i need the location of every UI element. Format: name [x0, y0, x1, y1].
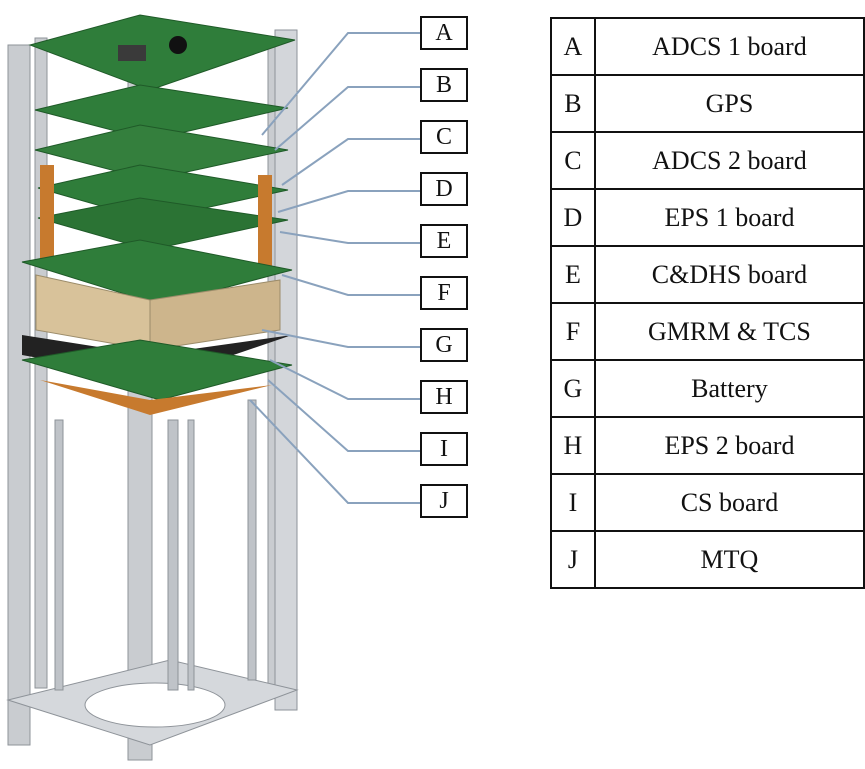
legend-desc: EPS 1 board — [593, 188, 865, 247]
leader-e — [279, 231, 420, 244]
legend-code: H — [550, 416, 596, 475]
callout-box-j: J — [420, 484, 468, 518]
legend-code: I — [550, 473, 596, 532]
leader-f — [281, 274, 420, 296]
leader-j — [249, 399, 420, 504]
legend-desc: C&DHS board — [593, 245, 865, 304]
callout-box-b: B — [420, 68, 468, 102]
leader-i — [267, 379, 420, 452]
legend-desc: MTQ — [593, 530, 865, 589]
callout-box-g: G — [420, 328, 468, 362]
leader-d — [277, 190, 420, 213]
legend-code: J — [550, 530, 596, 589]
legend-desc: Battery — [593, 359, 865, 418]
callout-box-f: F — [420, 276, 468, 310]
legend-code: G — [550, 359, 596, 418]
callout-box-d: D — [420, 172, 468, 206]
legend-desc: ADCS 1 board — [593, 17, 865, 76]
leader-g — [261, 329, 420, 348]
legend-desc: CS board — [593, 473, 865, 532]
callout-box-h: H — [420, 380, 468, 414]
legend-code: E — [550, 245, 596, 304]
callout-box-a: A — [420, 16, 468, 50]
leader-a — [261, 32, 420, 136]
legend-desc: GPS — [593, 74, 865, 133]
leader-b — [274, 86, 420, 151]
board-stack — [21, 14, 296, 415]
legend-desc: EPS 2 board — [593, 416, 865, 475]
legend-desc: GMRM & TCS — [593, 302, 865, 361]
legend-code: A — [550, 17, 596, 76]
legend-code: D — [550, 188, 596, 247]
callout-box-e: E — [420, 224, 468, 258]
legend-desc: ADCS 2 board — [593, 131, 865, 190]
callout-box-i: I — [420, 432, 468, 466]
callout-box-c: C — [420, 120, 468, 154]
legend-code: B — [550, 74, 596, 133]
legend-code: C — [550, 131, 596, 190]
leader-h — [269, 359, 420, 400]
legend-code: F — [550, 302, 596, 361]
leader-c — [281, 138, 420, 186]
